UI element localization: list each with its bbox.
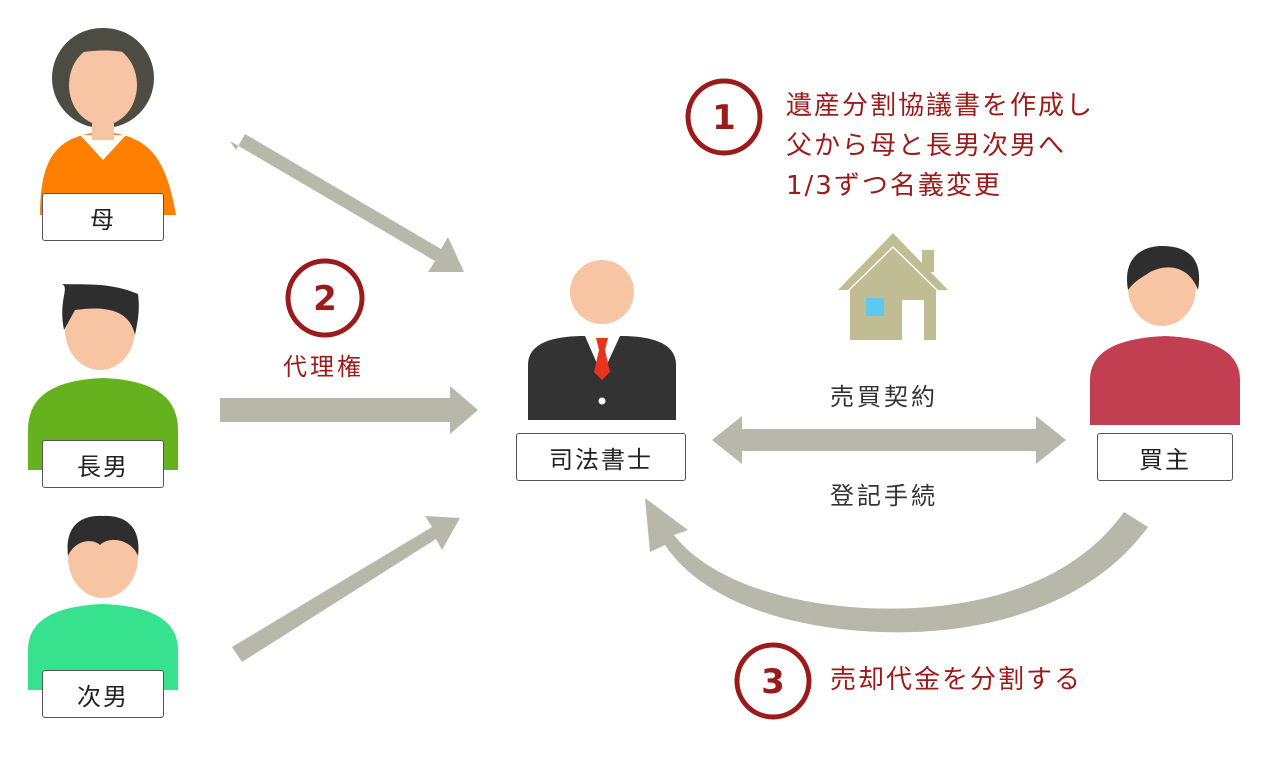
scrivener-face <box>570 260 634 324</box>
registration-label: 登記手続 <box>830 482 938 510</box>
mother-face <box>69 45 137 125</box>
scrivener-tie <box>594 338 610 380</box>
house-icon <box>838 233 948 340</box>
arrows <box>220 134 1148 662</box>
person-scrivener <box>528 260 676 420</box>
label-mother: 母 <box>42 193 164 241</box>
step2-label: 代理権 <box>283 353 364 381</box>
person-second-son <box>28 515 178 690</box>
step1-number: 1 <box>712 98 736 138</box>
arrow-second-son-to-scrivener <box>232 516 460 662</box>
label-buyer: 買主 <box>1097 433 1233 481</box>
step2-circle <box>285 258 365 338</box>
step1-line-2: 父から母と長男次男へ <box>786 131 1067 161</box>
step-badges <box>285 78 812 720</box>
label-scrivener: 司法書士 <box>516 433 686 481</box>
step3-number: 3 <box>761 662 785 702</box>
arrow-eldest-son-to-scrivener <box>220 386 478 434</box>
step3-circle <box>734 642 812 720</box>
step3-label: 売却代金を分割する <box>830 665 1083 695</box>
label-eldest-son: 長男 <box>42 440 164 488</box>
second-son-shirt <box>28 604 178 690</box>
buyer-shirt <box>1090 336 1240 425</box>
label-second-son: 次男 <box>42 670 164 718</box>
sale-contract-label: 売買契約 <box>830 383 938 411</box>
person-buyer <box>1090 246 1240 425</box>
step1-line-1: 遺産分割協議書を作成し <box>786 91 1095 121</box>
arrow-scrivener-buyer-double <box>712 416 1066 464</box>
arrow-mother-to-scrivener <box>230 134 464 272</box>
arrow-buyer-to-scrivener-curved <box>645 498 1148 633</box>
step1-circle <box>685 78 763 156</box>
step1-line-3: 1/3ずつ名義変更 <box>786 171 1002 201</box>
person-mother <box>40 28 176 215</box>
step2-number: 2 <box>313 279 337 319</box>
